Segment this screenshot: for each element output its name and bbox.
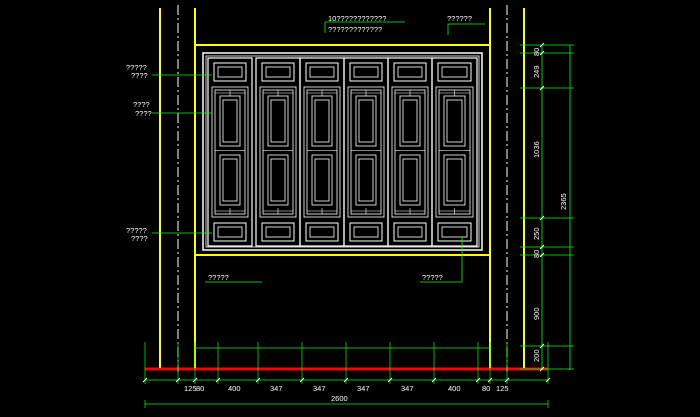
dim-tick-mark <box>175 377 181 383</box>
dim-tick-mark <box>539 252 545 258</box>
dim-value: 80 <box>482 384 490 393</box>
dim-value: 250 <box>532 227 541 240</box>
annotation-left-3b: ???? <box>131 234 148 243</box>
dim-vertical-values: 80 249 1036 250 80 900 200 <box>532 48 541 362</box>
dim-value: 400 <box>228 384 241 393</box>
dim-tick-mark <box>299 377 305 383</box>
dim-value: 80 <box>196 384 204 393</box>
dim-value: 347 <box>401 384 414 393</box>
post-centerlines <box>177 5 508 372</box>
frame-beams <box>195 44 490 256</box>
dim-vertical-ticks <box>520 42 574 372</box>
dim-value: 900 <box>532 307 541 320</box>
annotation-bottom-right: ????? <box>422 273 443 282</box>
dim-value: 200 <box>532 349 541 362</box>
dim-tick-mark <box>539 244 545 250</box>
dim-total-height: 2365 <box>559 193 568 210</box>
dim-tick-mark <box>255 377 261 383</box>
dim-total-width: 2600 <box>331 394 348 403</box>
dim-value: 125 <box>496 384 509 393</box>
dim-tick-mark <box>545 377 551 383</box>
dim-value: 125 <box>184 384 197 393</box>
dim-tick-mark <box>539 215 545 221</box>
dim-value: 80 <box>532 48 541 56</box>
dim-horizontal-ticks <box>142 342 551 408</box>
dim-tick-mark <box>539 366 545 372</box>
annotation-left-2b: ???? <box>135 109 152 118</box>
annotation-top-right: ?????? <box>447 14 472 23</box>
screen-leaf <box>299 57 345 247</box>
screen-leaf <box>431 57 478 247</box>
screen-leaf <box>255 57 301 247</box>
dim-tick-mark <box>431 377 437 383</box>
dim-tick-mark <box>142 377 148 383</box>
dim-vertical-lines <box>541 45 571 370</box>
annotations: 10???????????? ????????????? ?????? ????… <box>126 14 472 282</box>
annotation-left-2a: ???? <box>133 100 150 109</box>
leader-lines <box>152 21 485 283</box>
annotation-bottom-left: ????? <box>208 273 229 282</box>
dim-tick-mark <box>539 343 545 349</box>
dim-tick-mark <box>539 42 545 48</box>
dim-tick-mark <box>504 377 510 383</box>
dim-value: 1036 <box>532 141 541 158</box>
annotation-left-1b: ???? <box>131 71 148 80</box>
screen-outer-frame <box>202 52 483 251</box>
dim-tick-mark <box>192 377 198 383</box>
dim-value: 400 <box>448 384 461 393</box>
screen-leaves <box>207 57 478 247</box>
screen-inner-frame <box>205 55 480 248</box>
dim-value: 249 <box>532 65 541 78</box>
annotation-left-1a: ????? <box>126 63 147 72</box>
dim-tick-mark <box>387 377 393 383</box>
dim-tick-mark <box>539 50 545 56</box>
annotation-top-center-2: ????????????? <box>328 25 382 34</box>
dim-tick-mark <box>539 85 545 91</box>
dim-value: 347 <box>357 384 370 393</box>
dim-tick-mark <box>215 377 221 383</box>
annotation-left-3a: ????? <box>126 226 147 235</box>
annotation-top-center-1: 10???????????? <box>328 14 386 23</box>
dim-value: 347 <box>313 384 326 393</box>
dim-tick-mark <box>343 377 349 383</box>
right-post <box>489 8 525 368</box>
screen-leaf <box>387 57 433 247</box>
dim-value: 347 <box>270 384 283 393</box>
dim-tick-mark <box>475 377 481 383</box>
dim-value: 80 <box>532 250 541 258</box>
screen-leaf <box>207 57 253 247</box>
screen-leaf <box>343 57 389 247</box>
dim-tick-mark <box>487 377 493 383</box>
left-post <box>159 8 196 368</box>
